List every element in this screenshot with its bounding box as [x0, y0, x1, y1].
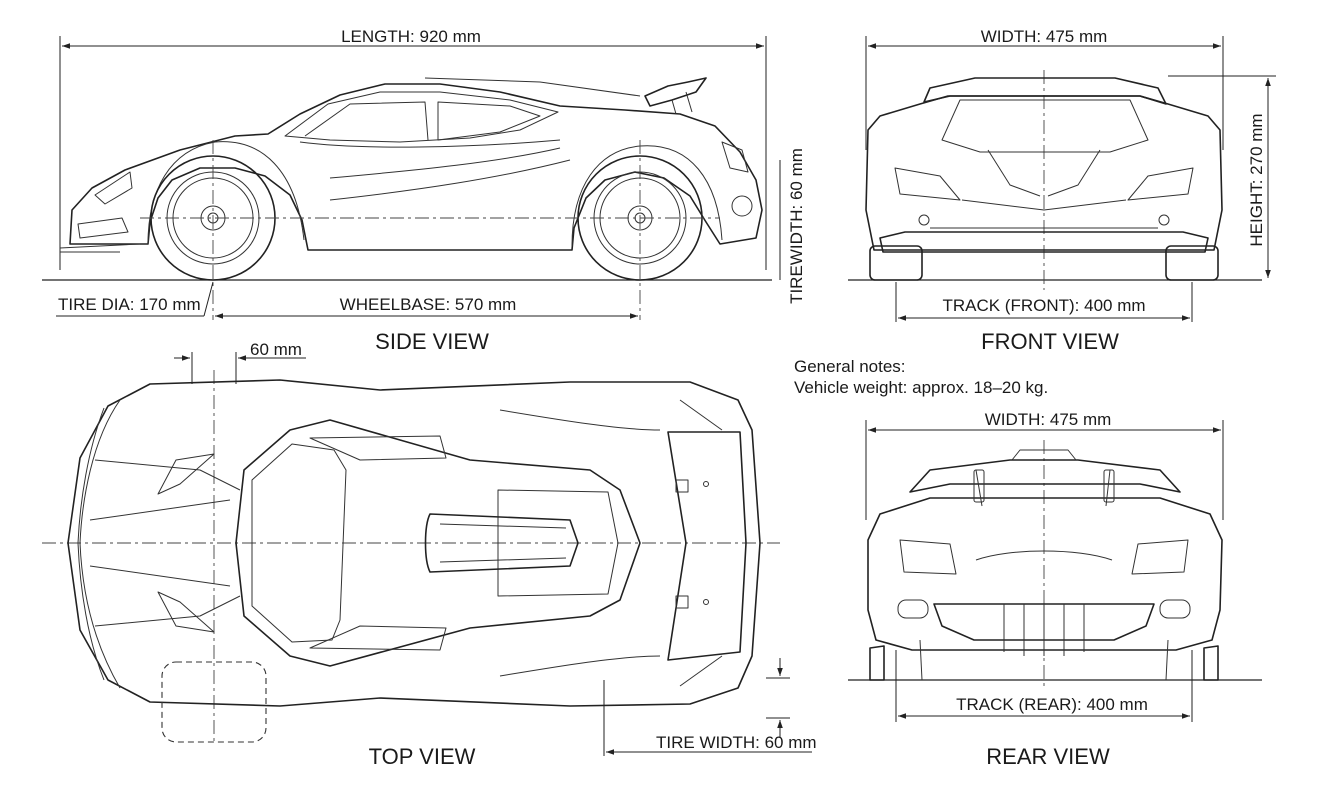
top-view-title: TOP VIEW [369, 744, 476, 769]
rear-view-title: REAR VIEW [986, 744, 1110, 769]
notes-weight: Vehicle weight: approx. 18–20 kg. [794, 378, 1048, 397]
front-view [848, 36, 1276, 322]
side-tirewidth-label: TIREWIDTH: 60 mm [787, 148, 806, 304]
wheelbase-label: WHEELBASE: 570 mm [340, 295, 517, 314]
rear-width-label: WIDTH: 475 mm [985, 410, 1112, 429]
height-label: HEIGHT: 270 mm [1247, 113, 1266, 246]
side-view [42, 36, 781, 320]
front-width-label: WIDTH: 475 mm [981, 27, 1108, 46]
top-60mm-label: 60 mm [250, 340, 302, 359]
side-view-title: SIDE VIEW [375, 329, 489, 354]
track-rear-label: TRACK (REAR): 400 mm [956, 695, 1148, 714]
length-label: LENGTH: 920 mm [341, 27, 481, 46]
top-view [42, 352, 812, 756]
tire-dia-label: TIRE DIA: 170 mm [58, 295, 201, 314]
track-front-label: TRACK (FRONT): 400 mm [942, 296, 1145, 315]
notes-heading: General notes: [794, 357, 906, 376]
front-view-title: FRONT VIEW [981, 329, 1119, 354]
rear-view [848, 420, 1262, 722]
top-tire-width-label: TIRE WIDTH: 60 mm [656, 733, 817, 752]
